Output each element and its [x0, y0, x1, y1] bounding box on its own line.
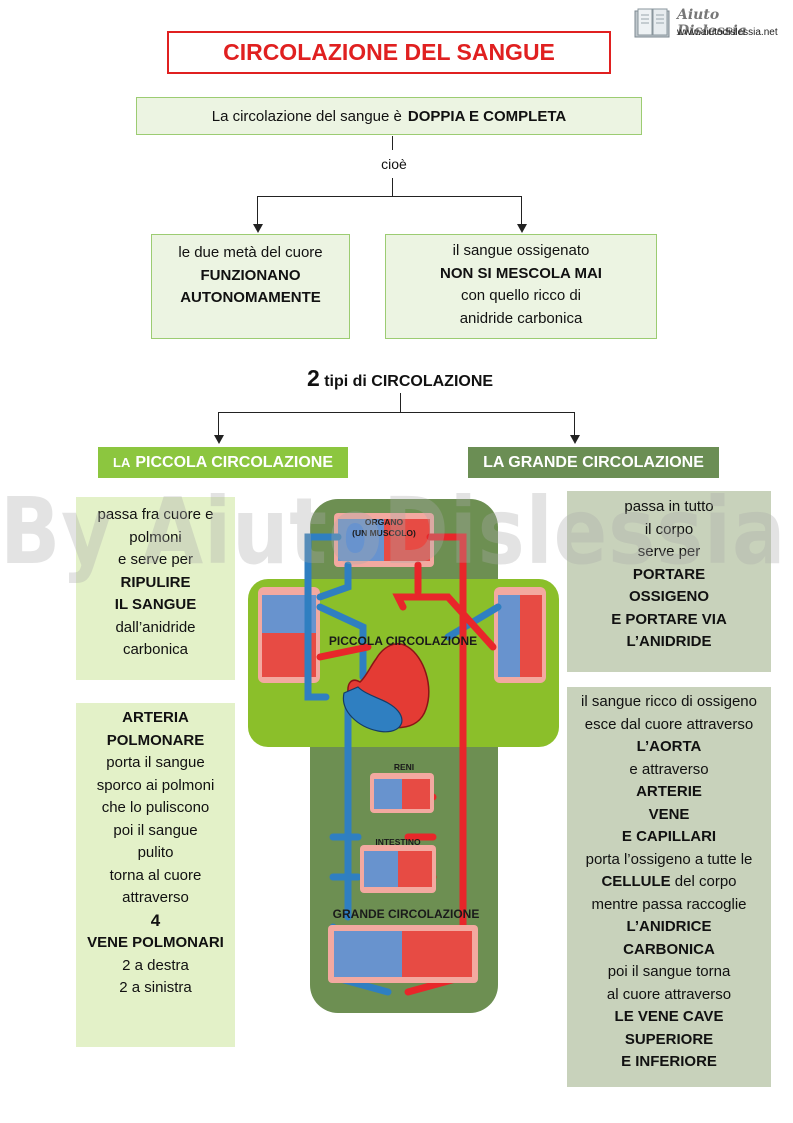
- box-line: L’ANIDRIDE: [626, 633, 712, 650]
- logo-name: Aiuto Dislessia: [677, 7, 747, 39]
- types-number: 2: [306, 365, 320, 391]
- connector-line: [218, 412, 575, 413]
- box-line: AUTONOMAMENTE: [180, 289, 321, 306]
- piccola-path-box: ARTERIA POLMONARE porta il sangue sporco ai…: [76, 703, 235, 1047]
- box-line: serve per: [637, 543, 701, 560]
- box-line: polmoni: [129, 528, 182, 546]
- box-line: porta il sangue: [106, 754, 205, 771]
- arrow-down-icon: [253, 224, 263, 233]
- site-logo[interactable]: Aiuto Dislessia www.aiutodislessia.net: [633, 5, 793, 45]
- box-line: porta l’ossigeno a tutte le: [585, 850, 753, 868]
- organ-sublabel: (UN MUSCOLO): [352, 528, 416, 538]
- box-line: le due metà del cuore: [178, 244, 323, 261]
- box-line: NON SI MESCOLA MAI: [440, 264, 602, 282]
- box-line: 2 a destra: [122, 956, 189, 974]
- box-line: RIPULIRE: [120, 573, 191, 591]
- box-line: ARTERIA: [122, 709, 189, 726]
- kidneys-label: RENI: [394, 762, 414, 772]
- box-line: dall’anidride: [115, 618, 196, 636]
- box-line: poi il sangue: [113, 821, 198, 839]
- large-circulation-label: GRANDE CIRCOLAZIONE: [333, 907, 480, 921]
- box-line: 2 a sinistra: [119, 979, 192, 996]
- box-line: e serve per: [117, 551, 194, 568]
- box-line: il sangue ricco di ossigeno: [581, 693, 757, 710]
- no-mix-box: il sangue ossigenato NON SI MESCOLA MAI …: [385, 234, 657, 339]
- box-line: passa in tutto: [624, 498, 714, 515]
- organ-label: ORGANO: [365, 517, 404, 527]
- types-label: tipi di CIRCOLAZIONE: [324, 373, 494, 390]
- box-line-emphasis: CELLULE: [601, 873, 671, 890]
- box-line: pulito: [137, 844, 174, 861]
- connector-label: cioè: [381, 156, 407, 172]
- box-line: E CAPILLARI: [621, 828, 717, 845]
- box-line: poi il sangue torna: [607, 963, 731, 980]
- box-line: L’AORTA: [636, 738, 702, 755]
- arrow-down-icon: [214, 435, 224, 444]
- box-line: CELLULE del corpo: [601, 873, 737, 890]
- box-line: mentre passa raccoglie: [591, 895, 747, 913]
- arrow-down-icon: [570, 435, 580, 444]
- box-line: e attraverso: [629, 760, 709, 778]
- connector-line: [257, 196, 258, 226]
- box-line: 4: [150, 910, 161, 930]
- connector-line: [218, 412, 219, 436]
- intro-bold: DOPPIA E COMPLETA: [407, 107, 567, 125]
- box-line: con quello ricco di: [460, 287, 582, 304]
- logo-url: www.aiutodislessia.net: [677, 27, 778, 38]
- box-line: passa fra cuore e: [97, 506, 214, 523]
- connector-line: [257, 196, 522, 197]
- box-line: al cuore attraverso: [606, 985, 732, 1003]
- box-line: E INFERIORE: [621, 1053, 717, 1070]
- box-line: PORTARE: [632, 565, 706, 583]
- piccola-header: LA PICCOLA CIRCOLAZIONE: [98, 447, 348, 478]
- box-line: VENE POLMONARI: [87, 934, 224, 951]
- box-line: IL SANGUE: [114, 596, 197, 613]
- connector-line: [400, 393, 401, 412]
- header-prefix: LA: [113, 455, 131, 470]
- intro-box: La circolazione del sangue è DOPPIA E CO…: [136, 97, 642, 135]
- box-line: anidride carbonica: [459, 309, 583, 327]
- box-line: il corpo: [644, 520, 694, 538]
- page-title: CIRCOLAZIONE DEL SANGUE: [167, 31, 611, 74]
- box-line: esce dal cuore attraverso: [584, 715, 754, 733]
- connector-line: [392, 178, 393, 196]
- header-label: PICCOLA CIRCOLAZIONE: [135, 453, 333, 471]
- box-line: CARBONICA: [623, 940, 715, 958]
- box-line: il sangue ossigenato: [452, 242, 590, 259]
- connector-line: [521, 196, 522, 226]
- box-line: LE VENE CAVE: [614, 1008, 724, 1025]
- grande-path-box: il sangue ricco di ossigeno esce dal cuor…: [567, 687, 771, 1087]
- box-line: ARTERIE: [636, 783, 702, 800]
- box-line: sporco ai polmoni: [96, 776, 215, 794]
- intestine-label: INTESTINO: [375, 837, 421, 847]
- box-line: carbonica: [122, 641, 189, 658]
- box-line: attraverso: [122, 889, 189, 906]
- box-line: FUNZIONANO: [200, 266, 301, 284]
- box-line: che lo puliscono: [101, 799, 210, 816]
- connector-line: [574, 412, 575, 436]
- autonomous-box: le due metà del cuore FUNZIONANO AUTONOM…: [151, 234, 350, 339]
- box-line: SUPERIORE: [624, 1030, 714, 1048]
- box-line: torna al cuore: [109, 866, 202, 884]
- box-line: L’ANIDRICE: [626, 918, 712, 935]
- grande-header: LA GRANDE CIRCOLAZIONE: [468, 447, 719, 478]
- intro-text: La circolazione del sangue è: [211, 107, 402, 125]
- types-heading: 2 tipi di CIRCOLAZIONE: [250, 365, 550, 392]
- box-line: VENE: [648, 805, 690, 823]
- small-circulation-label: PICCOLA CIRCOLAZIONE: [329, 634, 477, 648]
- connector-line: [392, 136, 393, 150]
- arrow-down-icon: [517, 224, 527, 233]
- book-icon: [634, 8, 670, 38]
- circulation-diagram: ORGANO (UN MUSCOLO) PICCOLA CIRCOLAZIONE…: [248, 499, 559, 1013]
- box-line: OSSIGENO: [628, 588, 710, 605]
- box-line: POLMONARE: [106, 731, 205, 749]
- box-line: E PORTARE VIA: [611, 610, 727, 628]
